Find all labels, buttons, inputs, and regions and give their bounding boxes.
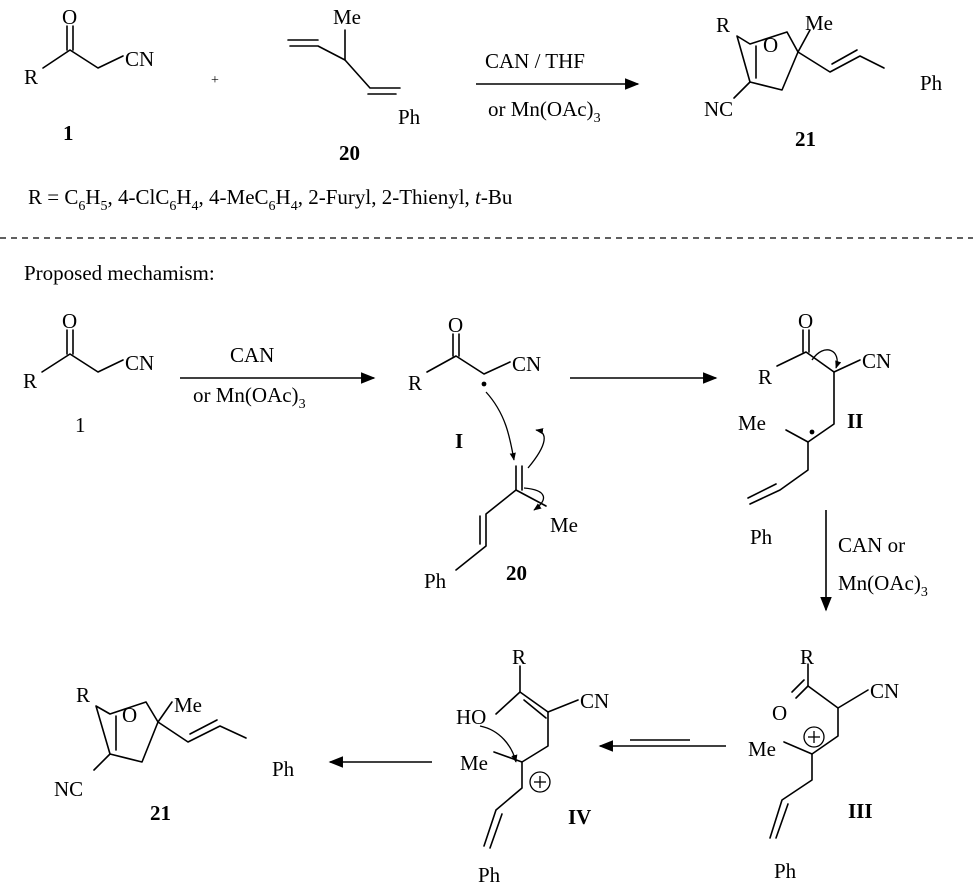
bond-rotation-curly-arrow (811, 349, 842, 369)
label-methyl: Me (333, 5, 361, 29)
label-nc: NC (704, 97, 733, 121)
compound-number-1: 1 (63, 121, 74, 145)
dihydrofuran-21-final-structure: R O Me Ph NC 21 (54, 683, 295, 825)
enol-cation-intermediate-IV: R HO CN Me Ph IV (456, 645, 609, 887)
reagent-can-thf: CAN / THF (485, 49, 585, 73)
label-methyl: Me (174, 693, 202, 717)
label-oxygen: O (62, 309, 77, 333)
reagent-can-or: CAN or (838, 533, 905, 557)
label-oxygen: O (772, 701, 787, 725)
label-oxygen: O (763, 33, 778, 57)
reagent-mn-oac: or Mn(OAc)3 (193, 383, 306, 412)
label-r: R (24, 65, 38, 89)
label-cn: CN (125, 351, 154, 375)
cation-charge (529, 771, 551, 793)
radical-dot (809, 429, 815, 435)
main-reaction-arrow[interactable]: CAN / THF or Mn(OAc)3 (476, 49, 640, 126)
intermediate-label-II: II (847, 409, 863, 433)
label-ho: HO (456, 705, 486, 729)
radical-dot (481, 381, 487, 387)
label-cn: CN (870, 679, 899, 703)
label-r: R (758, 365, 772, 389)
compound-number-21: 21 (150, 801, 171, 825)
label-oxygen: O (798, 309, 813, 333)
cyclization-curly-arrow (479, 725, 518, 763)
label-methyl: Me (748, 737, 776, 761)
label-cn: CN (125, 47, 154, 71)
label-methyl: Me (550, 513, 578, 537)
radical-intermediate-II: O R CN Me Ph II (738, 309, 891, 549)
label-oxygen: O (62, 5, 77, 29)
label-phenyl: Ph (774, 859, 797, 883)
electron-shift-curly-arrow (523, 487, 544, 511)
label-phenyl: Ph (272, 757, 295, 781)
label-nc: NC (54, 777, 83, 801)
label-methyl: Me (738, 411, 766, 435)
ketonitrile-1-structure: O R CN 1 (24, 5, 154, 145)
diene-20-structure: Me Ph 20 (287, 5, 421, 165)
compound-number-20: 20 (339, 141, 360, 165)
label-oxygen: O (122, 703, 137, 727)
compound-number-20: 20 (506, 561, 527, 585)
label-cn: CN (580, 689, 609, 713)
compound-number-21: 21 (795, 127, 816, 151)
radical-formation-arrow[interactable]: CAN or Mn(OAc)3 (180, 343, 376, 412)
ketonitrile-1-mechanism-structure: O R CN 1 (23, 309, 154, 437)
pi-bond-curly-arrow (527, 428, 545, 469)
intermediate-label-I: I (455, 429, 463, 453)
intermediate-label-IV: IV (568, 805, 591, 829)
label-r: R (23, 369, 37, 393)
reagent-mn-oac: or Mn(OAc)3 (488, 97, 601, 126)
label-phenyl: Ph (478, 863, 501, 887)
diene-20-mechanism-structure: Me Ph 20 (424, 465, 578, 593)
label-methyl: Me (805, 11, 833, 35)
plus-sign: + (211, 73, 219, 88)
label-phenyl: Ph (398, 105, 421, 129)
radical-attack-curly-arrow (485, 391, 516, 461)
tautomer-equilibrium-arrows[interactable] (598, 739, 726, 752)
label-r: R (76, 683, 90, 707)
intermediate-label-III: III (848, 799, 873, 823)
oxidation-arrow[interactable]: CAN or Mn(OAc)3 (820, 510, 928, 612)
compound-number-1: 1 (75, 413, 86, 437)
substituent-list: R = C6H5, 4-ClC6H4, 4-MeC6H4, 2-Furyl, 2… (28, 185, 513, 214)
cation-intermediate-III: R O CN Me Ph III (748, 645, 899, 883)
label-cn: CN (512, 352, 541, 376)
label-r: R (408, 371, 422, 395)
label-r: R (512, 645, 526, 669)
label-r: R (800, 645, 814, 669)
reagent-can: CAN (230, 343, 274, 367)
label-methyl: Me (460, 751, 488, 775)
label-phenyl: Ph (750, 525, 773, 549)
label-r: R (716, 13, 730, 37)
mechanism-title: Proposed mechamism: (24, 261, 215, 285)
label-oxygen: O (448, 313, 463, 337)
label-cn: CN (862, 349, 891, 373)
cation-charge (803, 726, 825, 748)
dihydrofuran-21-structure: R O Me Ph NC 21 (704, 11, 943, 151)
radical-intermediate-I: O R CN I (408, 313, 541, 453)
reagent-mn-oac: Mn(OAc)3 (838, 571, 928, 600)
label-phenyl: Ph (920, 71, 943, 95)
label-phenyl: Ph (424, 569, 447, 593)
